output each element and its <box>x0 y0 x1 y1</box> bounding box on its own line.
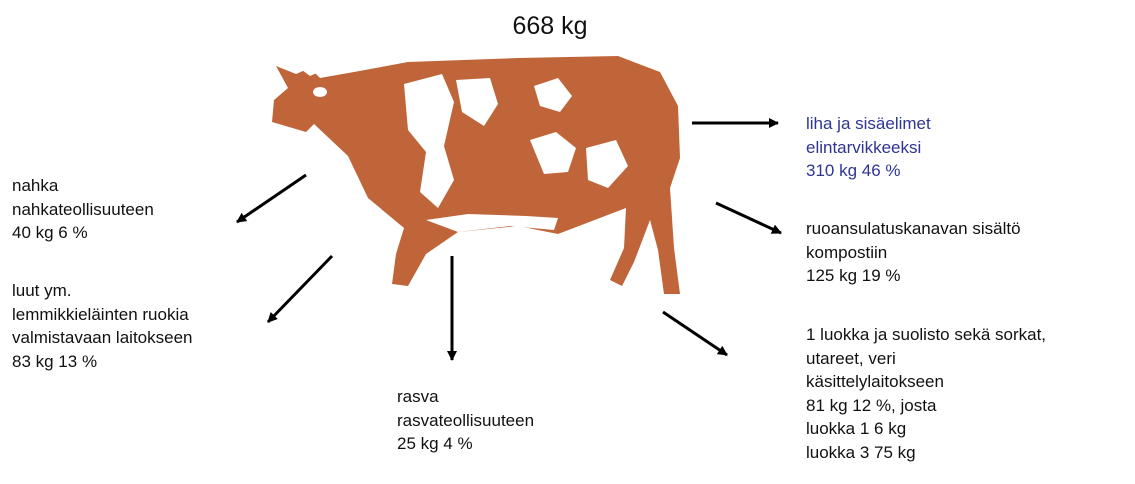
arrow-to-hide <box>237 175 306 222</box>
output-digestive-line-2: kompostiin <box>806 241 1021 265</box>
output-fat-line-1: rasva <box>397 385 534 409</box>
output-meat-line-2: elintarvikkeeksi <box>806 136 931 160</box>
output-category-line-4: 81 kg 12 %, josta <box>806 394 1046 418</box>
output-category-line-3: käsittelylaitokseen <box>806 370 1046 394</box>
output-bones-line-2: lemmikkieläinten ruokia <box>12 303 192 327</box>
output-bones: luut ym. lemmikkieläinten ruokia valmist… <box>12 279 192 373</box>
output-category-line-2: utareet, veri <box>806 347 1046 371</box>
output-category-line-5: luokka 1 6 kg <box>806 417 1046 441</box>
output-meat-line-3: 310 kg 46 % <box>806 159 931 183</box>
output-hide-line-1: nahka <box>12 174 154 198</box>
output-fat-line-3: 25 kg 4 % <box>397 432 534 456</box>
output-bones-line-3: valmistavaan laitokseen <box>12 326 192 350</box>
output-digestive-line-3: 125 kg 19 % <box>806 264 1021 288</box>
output-fat: rasva rasvateollisuuteen 25 kg 4 % <box>397 385 534 456</box>
output-category-line-6: luokka 3 75 kg <box>806 441 1046 465</box>
arrow-to-digestive <box>716 203 781 233</box>
output-bones-line-1: luut ym. <box>12 279 192 303</box>
output-fat-line-2: rasvateollisuuteen <box>397 409 534 433</box>
output-category: 1 luokka ja suolisto sekä sorkat, utaree… <box>806 323 1046 464</box>
output-hide: nahka nahkateollisuuteen 40 kg 6 % <box>12 174 154 245</box>
output-hide-line-3: 40 kg 6 % <box>12 221 154 245</box>
output-category-line-1: 1 luokka ja suolisto sekä sorkat, <box>806 323 1046 347</box>
arrow-to-category <box>663 312 727 355</box>
output-hide-line-2: nahkateollisuuteen <box>12 198 154 222</box>
output-bones-line-4: 83 kg 13 % <box>12 350 192 374</box>
arrow-to-bones <box>268 256 332 322</box>
output-digestive: ruoansulatuskanavan sisältö kompostiin 1… <box>806 217 1021 288</box>
output-meat-line-1: liha ja sisäelimet <box>806 112 931 136</box>
output-digestive-line-1: ruoansulatuskanavan sisältö <box>806 217 1021 241</box>
output-meat: liha ja sisäelimet elintarvikkeeksi 310 … <box>806 112 931 183</box>
